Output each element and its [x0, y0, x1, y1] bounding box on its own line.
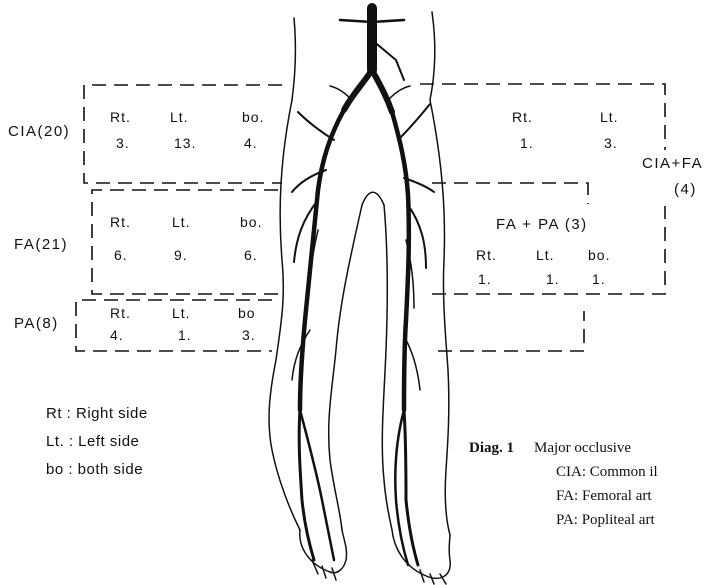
fa-pa-rt-header: Rt.: [476, 248, 497, 262]
cia-bo-header: bo.: [242, 110, 264, 124]
fa-pa-rt-value: 1.: [478, 272, 492, 286]
cia-fa-lt-value: 3.: [604, 136, 618, 150]
fa-label: FA(21): [14, 237, 68, 252]
fa-bo-value: 6.: [244, 248, 258, 262]
pa-rt-value: 4.: [110, 328, 124, 342]
pa-bo-header: bo: [238, 306, 256, 320]
fa-rt-header: Rt.: [110, 215, 131, 229]
caption-line2: CIA: Common il: [556, 465, 658, 480]
fa-rt-value: 6.: [114, 248, 128, 262]
fa-pa-bo-header: bo.: [588, 248, 610, 262]
cia-fa-rt-header: Rt.: [512, 110, 533, 124]
cia-rt-value: 3.: [116, 136, 130, 150]
cia-fa-box: [420, 84, 665, 150]
fa-box: [92, 190, 278, 294]
cia-fa-label: CIA+FA: [642, 156, 703, 171]
caption-line1: Major occlusive: [534, 441, 631, 456]
fa-lt-value: 9.: [174, 248, 188, 262]
legend-bo: bo : both side: [46, 462, 143, 477]
caption-line3: FA: Femoral art: [556, 489, 652, 504]
cia-rt-header: Rt.: [110, 110, 131, 124]
cia-label: CIA(20): [8, 124, 70, 139]
pa-label: PA(8): [14, 316, 59, 331]
cia-lt-header: Lt.: [170, 110, 189, 124]
pa-rt-header: Rt.: [110, 306, 131, 320]
pa-lt-header: Lt.: [172, 306, 191, 320]
cia-fa-count: (4): [674, 182, 697, 197]
pa-bo-value: 3.: [242, 328, 256, 342]
fa-pa-label: FA + PA (3): [496, 217, 588, 232]
cia-fa-lt-header: Lt.: [600, 110, 619, 124]
fa-lt-header: Lt.: [172, 215, 191, 229]
cia-fa-box-bottom: [432, 183, 588, 204]
cia-fa-rt-value: 1.: [520, 136, 534, 150]
fa-pa-bo-value: 1.: [592, 272, 606, 286]
cia-box: [84, 85, 282, 183]
legend-lt: Lt. : Left side: [46, 434, 139, 449]
fa-pa-lt-value: 1.: [546, 272, 560, 286]
caption-prefix: Diag. 1: [469, 441, 514, 456]
legend-rt: Rt : Right side: [46, 406, 148, 421]
pa-box-right: [438, 311, 584, 351]
body-outline: [269, 12, 450, 584]
cia-bo-value: 4.: [244, 136, 258, 150]
pa-lt-value: 1.: [178, 328, 192, 342]
artery-tree: [292, 8, 434, 565]
fa-bo-header: bo.: [240, 215, 262, 229]
cia-lt-value: 13.: [174, 136, 196, 150]
caption-line4: PA: Popliteal art: [556, 513, 655, 528]
fa-pa-lt-header: Lt.: [536, 248, 555, 262]
